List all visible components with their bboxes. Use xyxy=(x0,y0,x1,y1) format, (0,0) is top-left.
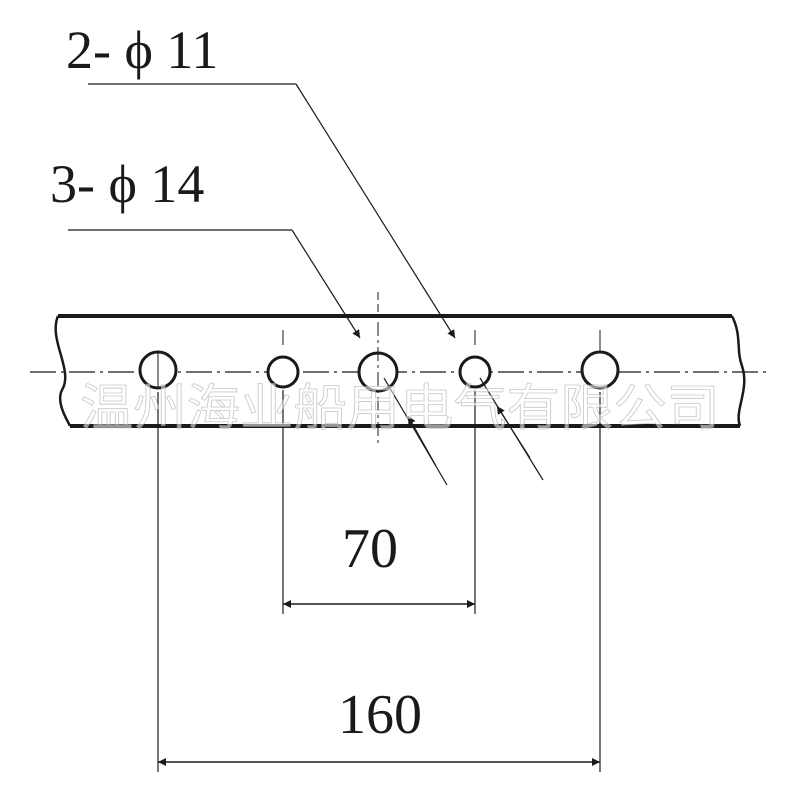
leader-small-holes xyxy=(88,83,544,481)
watermark: 温州海业船用电气有限公司 xyxy=(80,379,720,437)
extension-lines xyxy=(157,390,601,772)
bar-right-break xyxy=(730,315,746,427)
hole-small-1 xyxy=(266,355,300,389)
bar-outline xyxy=(54,314,746,428)
hole-small-2 xyxy=(458,355,492,389)
dimension-70: 70 xyxy=(342,518,398,580)
callout-large-holes: 3- ϕ 14 xyxy=(50,154,204,214)
hole-center-marks xyxy=(157,292,601,445)
callout-small-holes: 2- ϕ 11 xyxy=(66,20,218,80)
bar-left-break xyxy=(54,315,72,427)
leader-large-holes xyxy=(68,229,448,486)
dimension-160: 160 xyxy=(338,684,422,746)
